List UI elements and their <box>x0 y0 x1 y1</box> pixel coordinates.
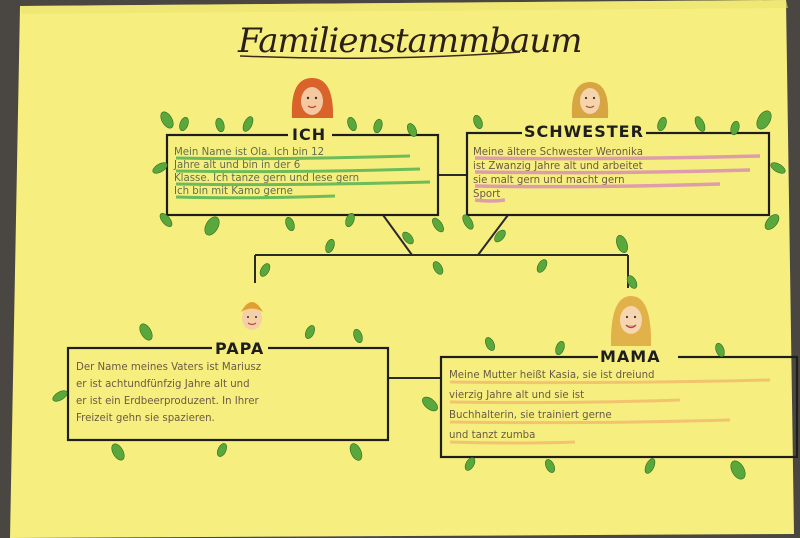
label-ich: ICH <box>292 125 326 144</box>
ich-line-2: Jahre alt und bin in der 6 <box>173 160 300 171</box>
mama-line-1: Meine Mutter heißt Kasia, sie ist dreiun… <box>449 370 655 381</box>
ich-line-1: Mein Name ist Ola. Ich bin 12 <box>174 147 324 158</box>
schwester-line-3: sie malt gern und macht gern <box>473 175 625 186</box>
label-papa: PAPA <box>215 339 264 358</box>
face-short-hair-icon <box>241 302 263 330</box>
schwester-line-2: ist Zwanzig Jahre alt und arbeitet <box>473 161 643 172</box>
green-underlines <box>175 154 431 200</box>
text-schwester: Meine ältere Schwester Weronika ist Zwan… <box>473 147 643 200</box>
papa-line-1: Der Name meines Vaters ist Mariusz <box>76 362 261 373</box>
papa-line-3: er ist ein Erdbeerproduzent. In Ihrer <box>76 396 259 407</box>
ich-line-4: Ich bin mit Kamo gerne <box>174 186 293 197</box>
mama-line-4: und tanzt zumba <box>449 430 535 441</box>
poster-title: Familienstammbaum <box>237 21 581 61</box>
text-mama: Meine Mutter heißt Kasia, sie ist dreiun… <box>449 370 655 441</box>
vine-leaves <box>52 110 786 480</box>
text-ich: Mein Name ist Ola. Ich bin 12 Jahre alt … <box>173 147 359 197</box>
face-blonde-hair-icon <box>571 82 609 118</box>
orange-underlines <box>449 378 771 445</box>
label-schwester: SCHWESTER <box>524 122 644 141</box>
papa-line-4: Freizeit gehn sie spazieren. <box>76 413 215 424</box>
ich-line-3: Klasse. Ich tanze gern und lese gern <box>174 173 359 184</box>
label-mama: MAMA <box>600 347 661 366</box>
pink-underlines <box>474 154 761 203</box>
face-long-blonde-hair-icon <box>610 296 652 346</box>
schwester-line-4: Sport <box>473 189 500 200</box>
text-papa: Der Name meines Vaters ist Mariusz er is… <box>76 362 261 424</box>
mama-line-3: Buchhalterin, sie trainiert gerne <box>449 410 612 421</box>
tree-connectors <box>254 174 629 379</box>
mama-line-2: vierzig Jahre alt und sie ist <box>449 390 584 401</box>
papa-line-2: er ist achtundfünfzig Jahre alt und <box>76 379 250 390</box>
face-red-hair-icon <box>291 78 334 118</box>
schwester-line-1: Meine ältere Schwester Weronika <box>473 147 643 158</box>
